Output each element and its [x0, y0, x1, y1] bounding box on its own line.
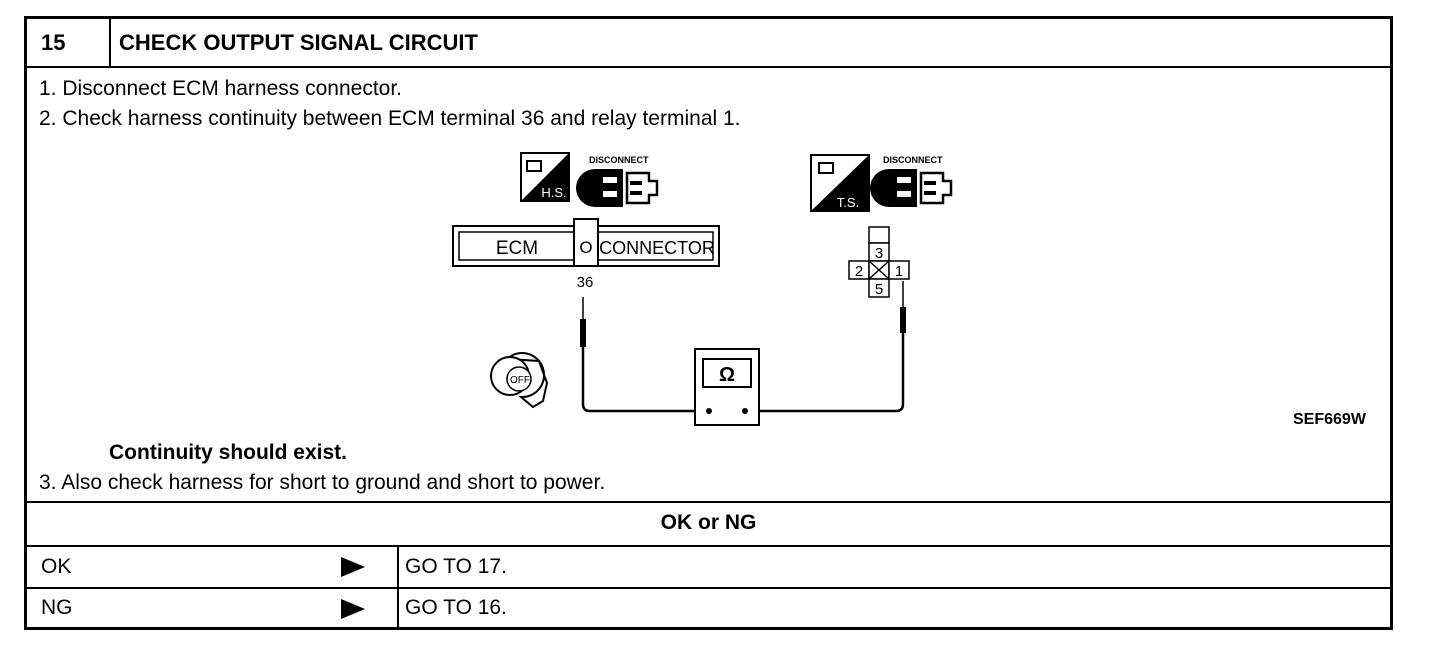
step-title: CHECK OUTPUT SIGNAL CIRCUIT — [119, 30, 478, 55]
arrow-right-icon — [341, 557, 365, 577]
disconnect-icon-left: DISCONNECT — [576, 155, 659, 207]
instruction-3: 3. Also check harness for short to groun… — [39, 471, 606, 494]
relay-terminal-block: 3 2 1 5 — [848, 226, 910, 298]
step-number: 15 — [27, 19, 111, 66]
terminal-36-label: 36 — [577, 274, 594, 291]
ignition-key-off-icon: OFF — [490, 352, 549, 409]
divider — [27, 501, 1390, 503]
result-label-ok: OK — [41, 555, 72, 578]
divider — [27, 545, 1390, 547]
ts-label: T.S. — [837, 195, 859, 210]
continuity-diagram: H.S. DISCONNECT ECM O CONNECTOR 36 T — [452, 152, 953, 426]
key-off-label: OFF — [510, 375, 530, 386]
result-statement: Continuity should exist. — [109, 441, 348, 464]
relay-terminal-3: 3 — [875, 245, 883, 262]
svg-text:O: O — [579, 238, 592, 257]
ecm-label: ECM — [496, 238, 538, 259]
disconnect-label-left: DISCONNECT — [589, 155, 649, 165]
result-action-ng: GO TO 16. — [405, 596, 507, 619]
connector-label: CONNECTOR — [599, 238, 715, 258]
test-leads — [580, 281, 906, 413]
header-row: 15 CHECK OUTPUT SIGNAL CIRCUIT — [27, 19, 1390, 68]
relay-terminal-5: 5 — [875, 281, 883, 298]
ts-icon: T.S. — [810, 154, 870, 212]
column-divider — [397, 587, 399, 627]
hs-label: H.S. — [541, 185, 566, 200]
result-action-ok: GO TO 17. — [405, 555, 507, 578]
disconnect-icon-right: DISCONNECT — [870, 155, 953, 207]
disconnect-label-right: DISCONNECT — [883, 155, 943, 165]
hs-icon: H.S. — [520, 152, 570, 202]
ok-or-ng-heading: OK or NG — [660, 511, 757, 534]
result-label-ng: NG — [41, 596, 73, 619]
figure-code: SEF669W — [1293, 411, 1366, 428]
relay-terminal-2: 2 — [855, 263, 863, 280]
relay-terminal-1: 1 — [895, 263, 903, 280]
ohmmeter-icon: Ω — [694, 348, 760, 426]
arrow-right-icon — [341, 599, 365, 619]
procedure-card: 15 CHECK OUTPUT SIGNAL CIRCUIT 1. Discon… — [24, 16, 1393, 630]
ecm-connector: ECM O CONNECTOR — [452, 218, 720, 267]
instruction-1: 1. Disconnect ECM harness connector. — [39, 77, 403, 100]
column-divider — [397, 545, 399, 587]
divider — [27, 587, 1390, 589]
ohm-symbol: Ω — [719, 364, 735, 386]
instruction-2: 2. Check harness continuity between ECM … — [39, 107, 741, 130]
